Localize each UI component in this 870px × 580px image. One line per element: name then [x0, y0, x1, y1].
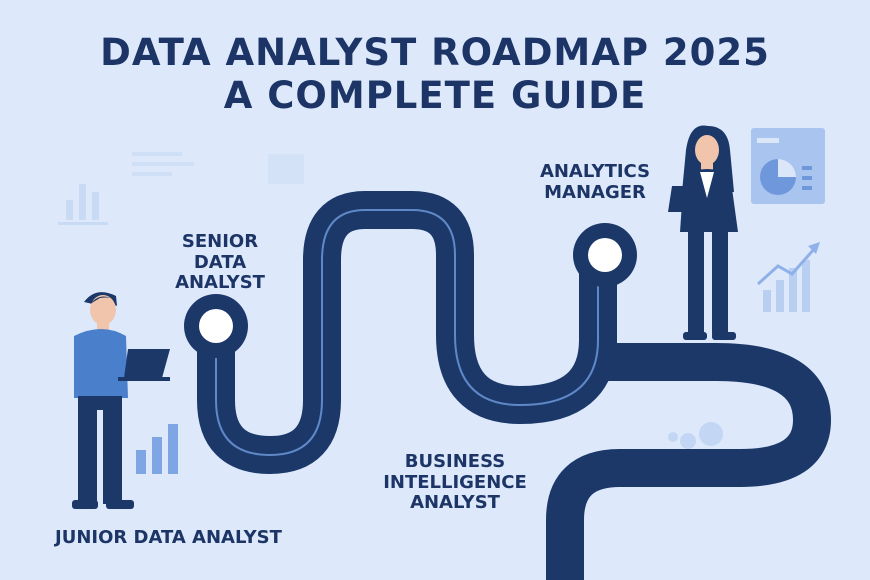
page-title-line-1: DATA ANALYST ROADMAP 2025: [100, 31, 770, 74]
growth-chart-icon: [756, 242, 820, 312]
pie-chart-card-icon: [751, 128, 825, 204]
bg-bar-chart-icon: [58, 184, 108, 225]
roadmap-centerline: [215, 209, 599, 457]
bubbles-icon: [668, 422, 723, 449]
bar-chart-icon: [136, 424, 178, 474]
bg-text-lines-icon: [132, 152, 194, 176]
milestone-manager-marker: [573, 223, 637, 287]
woman-with-tablet-illustration: [668, 125, 738, 340]
stage-label-manager: ANALYTICS MANAGER: [539, 161, 651, 203]
milestone-senior-marker: [184, 294, 248, 358]
roadmap-path-lower: [546, 321, 831, 580]
stage-label-junior: JUNIOR DATA ANALYST: [55, 527, 282, 548]
bg-card-icon: [268, 154, 304, 184]
page-title-line-2: A COMPLETE GUIDE: [223, 74, 647, 117]
stage-label-senior: SENIOR DATA ANALYST: [175, 231, 265, 294]
man-with-laptop-illustration: [72, 292, 170, 509]
stage-label-bi-analyst: BUSINESS INTELLIGENCE ANALYST: [383, 451, 527, 514]
